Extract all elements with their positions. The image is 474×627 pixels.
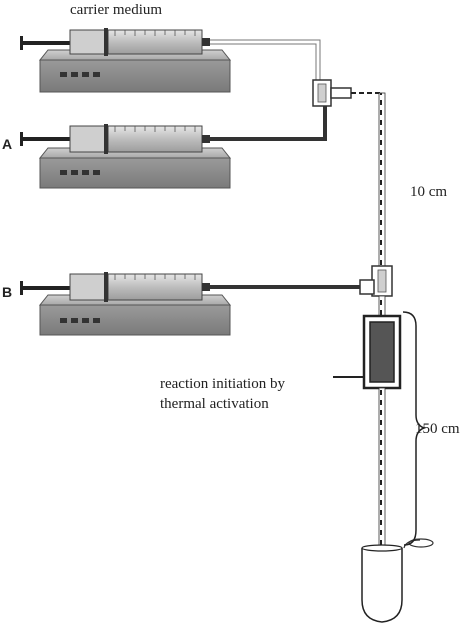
distance-10cm-label: 10 cm <box>410 184 447 200</box>
syringe-pump-carrier <box>20 28 232 93</box>
distance-150cm-label: 150 cm <box>415 421 460 437</box>
collection-vial <box>361 544 403 623</box>
carrier-tubing <box>210 39 321 82</box>
brace-150cm <box>402 311 427 546</box>
heater-label-line2: thermal activation <box>160 396 269 412</box>
t-mixer-1 <box>312 79 352 107</box>
flow-tube-150cm <box>378 387 386 559</box>
reagent-a-tubing <box>210 100 327 141</box>
syringe-b-label: B <box>2 284 12 300</box>
syringe-pump-a <box>20 124 232 189</box>
flow-tube-10cm <box>378 92 386 269</box>
heater-label-line1: reaction initiation by <box>160 376 285 392</box>
syringe-a-label: A <box>2 136 12 152</box>
t-mixer-2 <box>359 265 393 297</box>
carrier-medium-label: carrier medium <box>70 2 162 18</box>
syringe-pump-b <box>20 272 232 336</box>
heater-block <box>362 314 402 390</box>
vial-cap-loop <box>403 538 434 549</box>
